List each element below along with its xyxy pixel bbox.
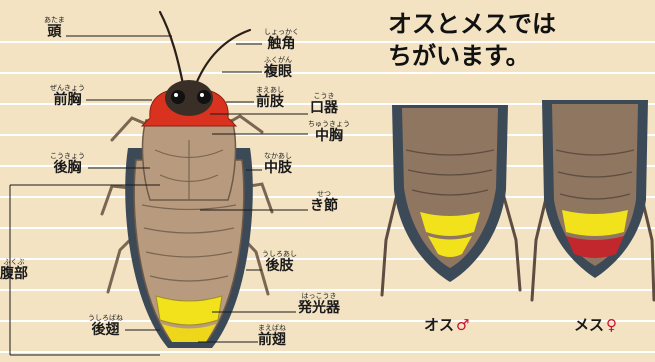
label-mesothorax-text: 中胸 <box>315 128 343 144</box>
female-caption: メス♀ <box>574 314 617 335</box>
comparison-title-line2: ちがいます。 <box>388 42 530 70</box>
label-mouthparts-text: 口器 <box>310 100 338 116</box>
label-prothorax-ruby: ぜんきょう <box>50 84 85 92</box>
female-symbol: ♀ <box>606 316 618 334</box>
label-abdomen-ruby: ふくぶ <box>3 258 25 266</box>
male-caption-text: オス <box>424 316 455 334</box>
label-forewing-text: 前翅 <box>258 332 286 348</box>
antennae <box>158 10 252 86</box>
female-abdomen-illustration <box>530 100 655 302</box>
right-eye <box>197 90 211 104</box>
male-caption: オス♂ <box>424 314 469 335</box>
abdomen-shape <box>133 159 245 341</box>
label-head: あたま 頭 <box>44 16 65 40</box>
label-hindwing: うしろばね 後翅 <box>88 314 123 338</box>
label-antenna-text: 触角 <box>267 36 296 52</box>
label-abdomen: ふくぶ 腹部 <box>0 258 28 282</box>
abdomen-segments <box>141 204 237 282</box>
label-antenna: しょっかく 触角 <box>264 28 299 52</box>
label-antenna-ruby: しょっかく <box>264 28 299 36</box>
label-prothorax: ぜんきょう 前胸 <box>50 84 85 108</box>
label-light-organ-ruby: はっこうき <box>301 292 337 300</box>
label-foreleg-ruby: まえあし <box>256 86 284 94</box>
label-metathorax-ruby: こうきょう <box>50 152 85 160</box>
label-mouthparts: こうき 口器 <box>310 92 338 116</box>
label-segment-text: き節 <box>310 198 338 214</box>
label-compound-eye-ruby: ふくがん <box>264 56 292 64</box>
label-midleg: なかあし 中肢 <box>264 152 292 176</box>
label-segment: せつ き節 <box>310 190 338 214</box>
label-hindleg-text: 後肢 <box>265 258 294 274</box>
label-head-text: 頭 <box>47 24 62 40</box>
head-shape <box>165 80 213 116</box>
label-midleg-ruby: なかあし <box>264 152 292 160</box>
label-prothorax-text: 前胸 <box>53 92 82 108</box>
label-hindleg: うしろあし 後肢 <box>262 250 297 274</box>
label-forewing-ruby: まえばね <box>258 324 286 332</box>
label-foreleg: まえあし 前肢 <box>256 86 284 110</box>
comparison-title-line1: オスとメスでは <box>388 10 556 38</box>
label-mouthparts-ruby: こうき <box>313 92 335 100</box>
label-hindwing-text: 後翅 <box>91 322 120 338</box>
label-foreleg-text: 前肢 <box>256 94 284 110</box>
label-metathorax-text: 後胸 <box>53 160 82 176</box>
label-mesothorax-ruby: ちゅうきょう <box>308 120 350 128</box>
label-compound-eye: ふくがん 複眼 <box>264 56 292 80</box>
left-eye <box>171 90 185 104</box>
label-head-ruby: あたま <box>44 16 65 24</box>
comparison-title: オスとメスでは ちがいます。 <box>388 8 556 72</box>
label-light-organ: はっこうき 発光器 <box>298 292 340 316</box>
light-organ-shape <box>155 295 223 326</box>
male-symbol: ♂ <box>456 316 470 334</box>
label-metathorax: こうきょう 後胸 <box>50 152 85 176</box>
female-caption-text: メス <box>574 316 605 334</box>
label-abdomen-text: 腹部 <box>0 266 28 282</box>
label-light-organ-text: 発光器 <box>298 300 340 316</box>
label-compound-eye-text: 複眼 <box>264 64 292 80</box>
label-hindwing-ruby: うしろばね <box>88 314 123 322</box>
label-mesothorax: ちゅうきょう 中胸 <box>308 120 350 144</box>
label-forewing: まえばね 前翅 <box>258 324 286 348</box>
label-segment-ruby: せつ <box>317 190 331 198</box>
label-midleg-text: 中肢 <box>264 160 292 176</box>
label-hindleg-ruby: うしろあし <box>262 250 297 258</box>
male-abdomen-illustration <box>380 105 522 297</box>
leader-lines <box>9 35 308 356</box>
